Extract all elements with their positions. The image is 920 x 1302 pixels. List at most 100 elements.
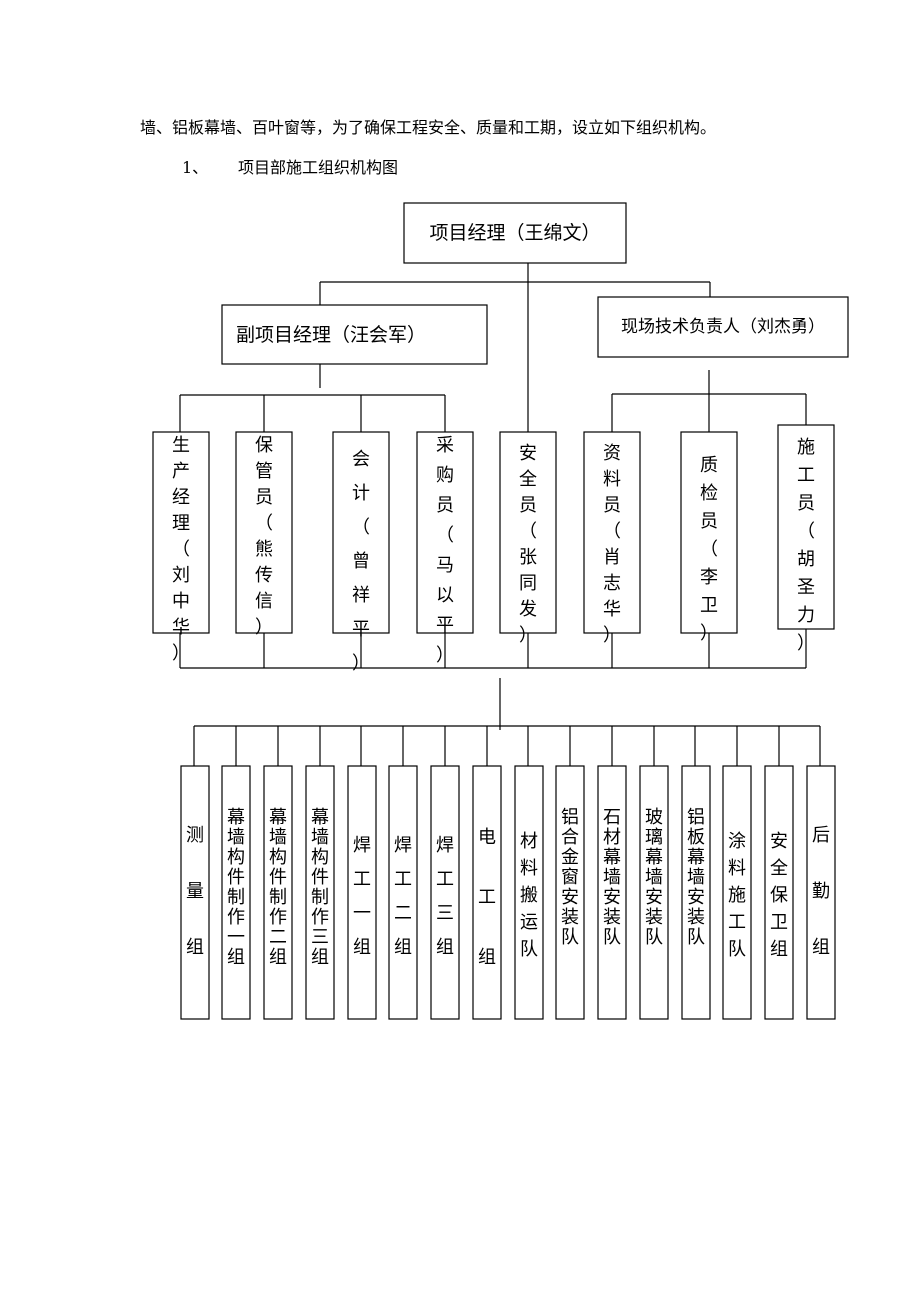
vertical-char: 员	[603, 495, 621, 516]
vertical-char: 装	[687, 907, 705, 928]
vertical-char: 量	[186, 881, 204, 902]
staff-box-frame	[152, 431, 210, 634]
team-box-frame	[388, 765, 418, 1020]
vertical-char: 装	[645, 907, 663, 928]
team-box-frame	[722, 765, 752, 1020]
team-box-frame	[347, 765, 377, 1020]
vertical-char: 安	[519, 443, 537, 464]
team-box-frame	[806, 765, 836, 1020]
vertical-char: 测	[186, 825, 204, 846]
vertical-char: 购	[436, 465, 454, 486]
vertical-char: 员	[255, 487, 273, 508]
vertical-char: 焊	[353, 835, 371, 856]
vertical-char: 幕	[603, 847, 621, 868]
team-box: 玻璃幕墙安装队	[640, 808, 668, 1019]
vertical-char: （	[797, 521, 815, 542]
vertical-char: 华	[603, 599, 621, 620]
team-box: 幕墙构件制作一组	[222, 808, 250, 1019]
vertical-char: 理	[172, 513, 190, 534]
vertical-char: 质	[700, 455, 718, 476]
vertical-char: 组	[478, 947, 496, 968]
vertical-char: （	[436, 525, 454, 546]
section-number: 1、	[182, 158, 209, 177]
vertical-char: 组	[770, 939, 788, 960]
vertical-char: 队	[687, 927, 705, 948]
vertical-char: 张	[519, 547, 537, 568]
vertical-char: 队	[520, 939, 538, 960]
vertical-char: 焊	[436, 835, 454, 856]
vertical-char: 作	[269, 907, 287, 928]
vertical-char: 信	[255, 591, 273, 612]
vertical-char: 幕	[227, 807, 245, 828]
vertical-char: 全	[770, 858, 788, 879]
team-box-frame	[555, 765, 585, 1020]
vertical-char: 墙	[645, 867, 663, 888]
staff-box: 生产经理（刘中华）	[153, 436, 209, 664]
vertical-char: 构	[311, 847, 329, 868]
vertical-char: 制	[269, 887, 287, 908]
vertical-char: 全	[519, 469, 537, 490]
team-box-frame	[681, 765, 711, 1020]
staff-box-frame	[499, 431, 557, 634]
staff-box: 质检员（李卫）	[681, 455, 737, 644]
vertical-char: 石	[603, 807, 621, 828]
staff-box-frame	[777, 424, 835, 630]
team-box: 后勤组	[807, 826, 835, 1019]
vertical-char: 中	[172, 591, 190, 612]
vertical-char: 保	[770, 885, 788, 906]
staff-box: 采购员（马以平）	[417, 436, 473, 666]
vertical-char: 队	[645, 927, 663, 948]
vertical-char: ）	[436, 645, 454, 666]
vertical-char: 装	[561, 907, 579, 928]
team-box: 石材幕墙安装队	[598, 808, 626, 1019]
vertical-char: 工	[353, 869, 371, 890]
vertical-char: 组	[394, 937, 412, 958]
vertical-char: 制	[227, 887, 245, 908]
vertical-char: 组	[227, 947, 245, 968]
vertical-char: 幕	[269, 807, 287, 828]
vertical-char: 安	[770, 831, 788, 852]
vertical-char: 三	[436, 903, 454, 924]
vertical-char: 构	[227, 847, 245, 868]
vertical-char: 墙	[311, 827, 329, 848]
team-box-frame	[221, 765, 251, 1020]
vertical-char: 窗	[561, 867, 579, 888]
vertical-char: 员	[519, 495, 537, 516]
vertical-char: 曾	[352, 551, 370, 572]
vertical-char: 施	[797, 437, 815, 458]
vertical-char: ）	[603, 625, 621, 646]
team-box: 焊工一组	[348, 836, 376, 1019]
team-box: 测量组	[181, 826, 209, 1019]
team-box: 焊工二组	[389, 836, 417, 1019]
vertical-char: 合	[561, 827, 579, 848]
vertical-char: 计	[352, 483, 370, 504]
vertical-char: 安	[603, 887, 621, 908]
vertical-char: 传	[255, 565, 273, 586]
vertical-char: （	[603, 521, 621, 542]
vertical-char: 发	[519, 599, 537, 620]
vertical-char: 肖	[603, 547, 621, 568]
vertical-char: 祥	[352, 585, 370, 606]
vertical-char: 组	[311, 947, 329, 968]
vertical-char: 会	[352, 449, 370, 470]
vertical-char: 制	[311, 887, 329, 908]
vertical-char: 工	[436, 869, 454, 890]
vertical-char: 华	[172, 617, 190, 638]
vertical-char: （	[700, 539, 718, 560]
vertical-char: 材	[603, 827, 621, 848]
vertical-char: ）	[519, 625, 537, 646]
vertical-char: 李	[700, 567, 718, 588]
section-heading: 1、项目部施工组织机构图	[182, 157, 398, 179]
vertical-char: 志	[603, 573, 621, 594]
team-box: 电工组	[473, 828, 501, 1019]
intro-paragraph: 墙、铝板幕墙、百叶窗等，为了确保工程安全、质量和工期，设立如下组织机构。	[140, 118, 717, 137]
vertical-char: 一	[227, 927, 245, 948]
vertical-char: 电	[478, 827, 496, 848]
staff-box: 资料员（肖志华）	[584, 444, 640, 646]
vertical-char: 件	[311, 867, 329, 888]
vertical-char: 后	[812, 825, 830, 846]
vertical-char: 员	[797, 493, 815, 514]
staff-box: 保管员（熊传信）	[236, 436, 292, 638]
team-box-frame	[305, 765, 335, 1020]
team-box: 材料搬运队	[515, 832, 543, 1019]
